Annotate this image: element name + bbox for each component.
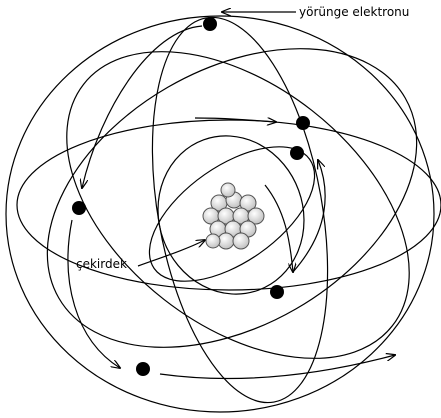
arrow-left-down (68, 220, 120, 368)
electron-label: yörünge elektronu (299, 5, 409, 19)
nucleus-label-pointer (138, 240, 205, 266)
electron (136, 362, 150, 376)
electron (203, 17, 217, 31)
electron (72, 201, 86, 215)
electrons (72, 17, 310, 376)
nucleon (221, 183, 235, 197)
electron (270, 285, 284, 299)
nucleon (206, 234, 220, 248)
arrow-bottom (160, 355, 395, 379)
nucleon (233, 233, 249, 249)
nucleus-label: çekirdek (76, 257, 127, 271)
electron (290, 146, 304, 160)
electron (296, 116, 310, 130)
nucleus (203, 183, 264, 249)
